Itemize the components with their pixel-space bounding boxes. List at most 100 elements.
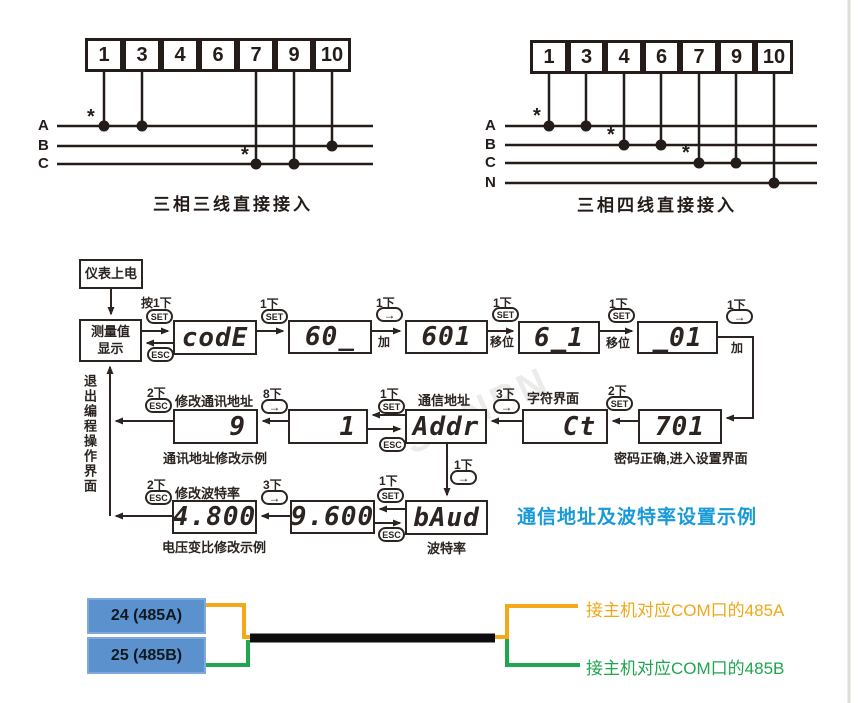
flow-connectors: [106, 289, 754, 527]
times-label: 3下: [496, 387, 515, 401]
shift-label: 移位: [490, 335, 515, 349]
three-wire-lines: [57, 72, 373, 166]
terminal-box: 4: [161, 38, 199, 72]
modify-baud-label: 修改波特率: [175, 486, 241, 501]
polarity-star-marker: *: [241, 144, 249, 166]
lcd-display-9: 9: [173, 409, 258, 444]
times-label: 1下: [380, 387, 399, 401]
terminal-box: 1: [85, 38, 123, 72]
phase-label-a: A: [38, 117, 49, 134]
times-label: 2下: [608, 384, 627, 398]
baud-label: 波特率: [427, 541, 467, 556]
phase-label-a: A: [485, 117, 496, 134]
right-arrow-button-icon: →: [493, 399, 520, 414]
measure-display-box: 测量值显示: [79, 319, 142, 362]
esc-button-icon: ESC: [147, 347, 174, 362]
times-label: 1下: [260, 297, 279, 311]
shift-label: 移位: [606, 336, 631, 350]
measure-display-label: 测量值显示: [90, 324, 130, 356]
phase-label-n: N: [485, 174, 496, 191]
password-ok-label: 密码正确,进入设置界面: [614, 451, 748, 466]
esc-button-icon: ESC: [379, 437, 406, 452]
char-ui-label: 字符界面: [527, 391, 580, 406]
terminal-box: 9: [275, 38, 313, 72]
right-arrow-button-icon: →: [261, 490, 288, 505]
times-label: 1下: [609, 297, 628, 311]
terminal-box: 10: [313, 38, 351, 72]
press-once-label: 按1下: [141, 296, 172, 310]
times-label: 1下: [727, 298, 746, 312]
lcd-display-6-1: 6_1: [518, 321, 600, 354]
terminal-box: 10: [755, 40, 793, 74]
times-label: 2下: [147, 478, 166, 492]
polarity-star-marker: *: [87, 106, 95, 128]
terminal-box: 6: [643, 40, 680, 74]
rs485-wires: [206, 603, 580, 667]
right-arrow-button-icon: →: [450, 470, 477, 485]
lcd-display-9600: 9.600: [290, 500, 375, 534]
set-button-icon: SET: [608, 308, 635, 323]
terminal-box: 3: [568, 40, 605, 74]
terminal-box: 7: [237, 38, 275, 72]
times-label: 2下: [147, 386, 166, 400]
three-wire-junction-dots: [98, 120, 338, 170]
add-label: 加: [731, 341, 744, 355]
rs485-terminal-b-box: 25 (485B): [87, 637, 206, 674]
four-wire-junction-dots: [543, 120, 780, 189]
power-on-box: 仪表上电: [79, 259, 143, 289]
set-button-icon: SET: [377, 488, 404, 503]
esc-button-icon: ESC: [145, 490, 172, 505]
esc-button-icon: ESC: [378, 527, 405, 542]
times-label: 1下: [493, 296, 512, 310]
add-label: 加: [378, 335, 391, 349]
set-button-icon: SET: [146, 309, 173, 324]
set-button-icon: SET: [606, 396, 633, 411]
phase-label-c: C: [485, 154, 496, 171]
comm-addr-label: 通信地址: [418, 393, 471, 408]
lcd-display-601: 601: [405, 320, 488, 354]
comm-setting-example-note: 通信地址及波特率设置示例: [517, 507, 758, 528]
lcd-display-code: codE: [173, 320, 257, 355]
rs485-a-host-label: 接主机对应COM口的485A: [586, 601, 785, 620]
set-button-icon: SET: [492, 307, 519, 322]
exit-programming-label: 退出编程操作界面: [82, 374, 97, 494]
right-arrow-button-icon: →: [376, 307, 403, 322]
terminal-box: 1: [530, 40, 568, 74]
set-button-icon: SET: [261, 309, 288, 324]
lcd-display-701: 701: [638, 409, 722, 444]
esc-button-icon: ESC: [145, 398, 172, 413]
phase-label-b: B: [485, 136, 496, 153]
terminal-box: 7: [680, 40, 718, 74]
lcd-display-60: 60_: [288, 320, 372, 354]
lcd-display--01: _01: [637, 321, 718, 354]
right-arrow-button-icon: →: [261, 399, 288, 414]
rs485-terminal-a-box: 24 (485A): [87, 598, 206, 634]
terminal-box: 3: [123, 38, 161, 72]
addr-example-label: 通讯地址修改示例: [163, 451, 268, 466]
rs485-b-host-label: 接主机对应COM口的485B: [586, 659, 785, 678]
times-label: 3下: [263, 478, 282, 492]
three-wire-title: 三相三线直接接入: [153, 195, 313, 214]
terminal-box: 6: [199, 38, 237, 72]
times-label: 1下: [454, 458, 473, 472]
right-arrow-button-icon: →: [726, 309, 753, 324]
phase-label-b: B: [38, 137, 49, 154]
polarity-star-marker: *: [533, 105, 541, 127]
lcd-display-4800: 4.800: [172, 500, 257, 534]
lcd-display-ct: Ct: [522, 409, 608, 444]
four-wire-title: 三相四线直接接入: [577, 196, 737, 215]
lcd-display-addr: Addr: [405, 409, 487, 444]
lcd-display-baud: bAud: [405, 500, 488, 535]
phase-label-c: C: [38, 155, 49, 172]
lcd-display-1: 1: [288, 409, 368, 444]
times-label: 8下: [263, 387, 282, 401]
set-button-icon: SET: [378, 399, 405, 414]
polarity-star-marker: *: [682, 142, 690, 164]
modify-comm-addr-label: 修改通讯地址: [175, 394, 254, 409]
terminal-box: 4: [605, 40, 643, 74]
voltage-example-label: 电压变比修改示例: [162, 540, 267, 555]
times-label: 1下: [379, 474, 398, 488]
polarity-star-marker: *: [607, 124, 615, 146]
